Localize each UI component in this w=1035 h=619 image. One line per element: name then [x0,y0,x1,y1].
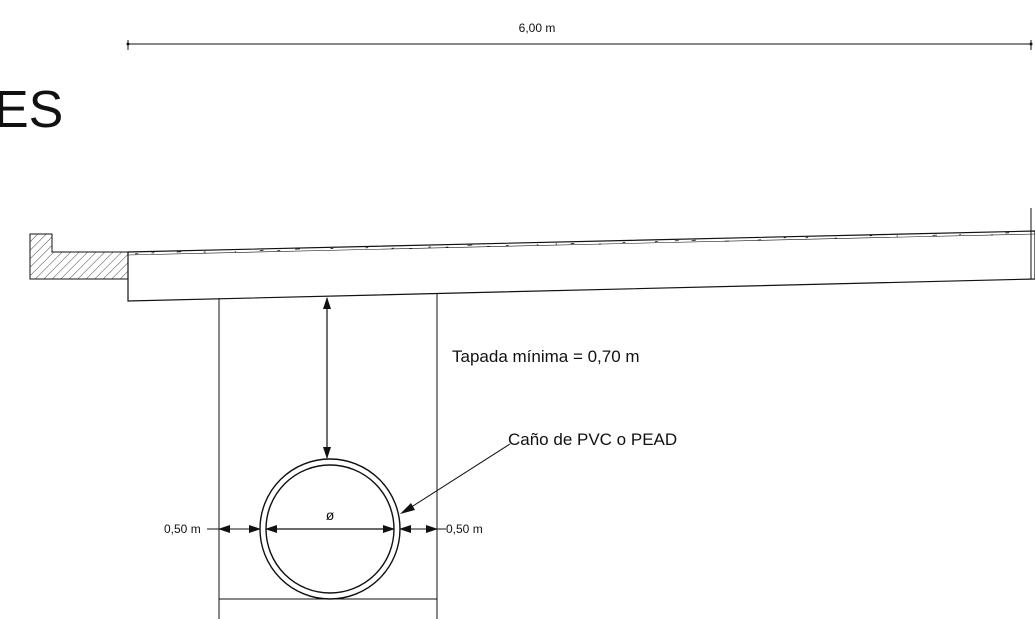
pipe-material-label: Caño de PVC o PEAD [508,430,677,449]
title-fragment: ES [0,81,63,139]
pipe-label-leader [400,443,511,514]
left-clearance-label: 0,50 m [164,522,201,536]
overall-dimension: 6,00 m [126,21,1033,50]
curb [29,233,129,280]
trench [218,293,438,619]
pavement-slab [127,208,1035,302]
right-clearance-label: 0,50 m [446,522,483,536]
diameter-symbol: ø [326,507,335,523]
min-cover-label: Tapada mínima = 0,70 m [452,347,640,366]
overall-width-label: 6,00 m [519,21,556,35]
pipe [259,458,401,600]
